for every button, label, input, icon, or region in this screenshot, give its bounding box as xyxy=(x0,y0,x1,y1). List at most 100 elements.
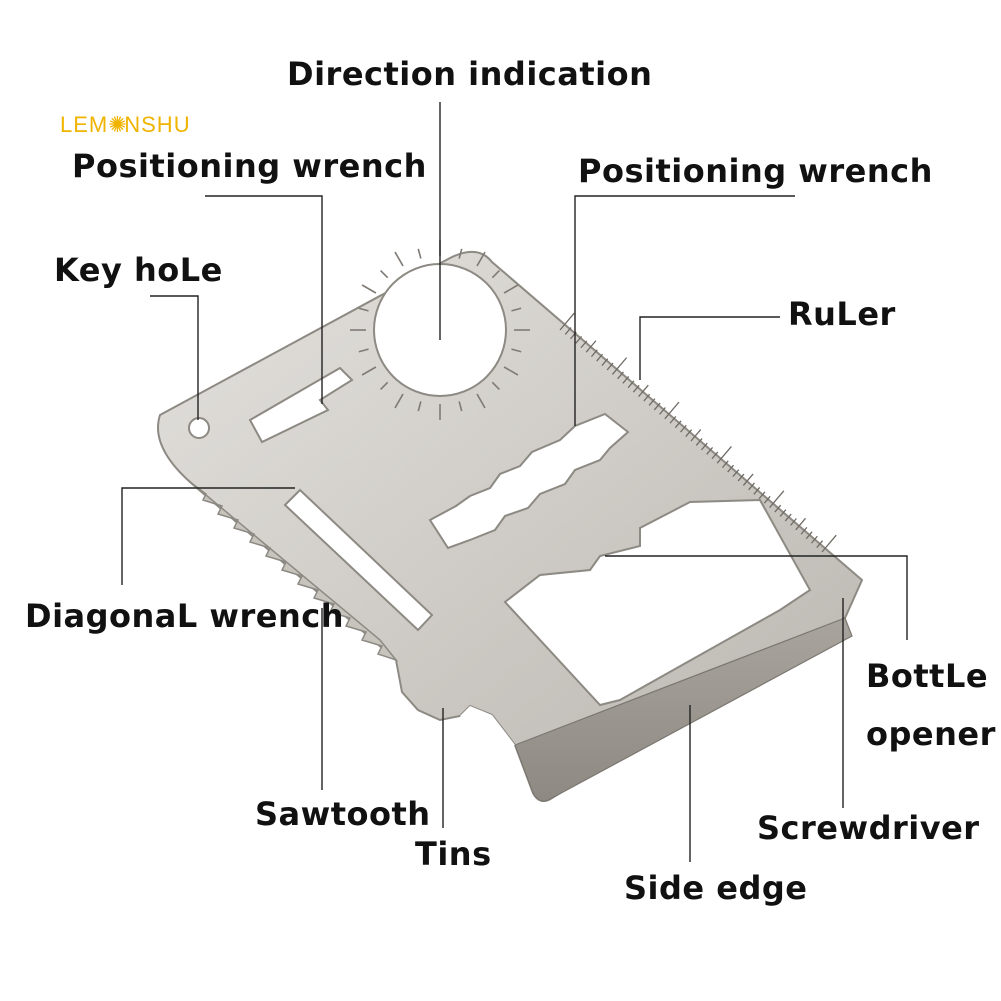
ruler-tick xyxy=(685,429,693,437)
direction-tick xyxy=(361,366,377,376)
label-bottle-opener-line2: opener xyxy=(866,715,996,753)
direction-tick xyxy=(511,307,522,312)
ruler-tick xyxy=(617,371,624,380)
ruler-tick xyxy=(559,312,575,331)
leader-diagonal-wrench xyxy=(121,487,295,585)
label-diagonal-wrench: DiagonaL wrench xyxy=(25,597,344,635)
positioning-wrench-slot-left xyxy=(248,366,354,444)
direction-tick xyxy=(417,248,422,259)
direction-tick xyxy=(358,307,369,312)
ruler-tick xyxy=(674,420,682,429)
ruler-tick xyxy=(664,401,680,420)
sawtooth-edge xyxy=(189,481,399,662)
ruler-tick xyxy=(716,445,732,464)
diagonal-wrench-slot xyxy=(283,488,434,632)
ruler-tick xyxy=(795,517,806,531)
ruler-tick xyxy=(653,402,661,411)
ruler-tick xyxy=(706,447,714,455)
ruler-tick xyxy=(643,393,651,402)
label-tins: Tins xyxy=(415,835,492,873)
sun-flower-icon: ✺ xyxy=(108,112,128,137)
ruler-tick xyxy=(769,490,785,509)
label-ruler: RuLer xyxy=(788,295,896,333)
ruler-tick xyxy=(774,504,782,513)
ruler-tick xyxy=(590,349,598,358)
multitool-card xyxy=(157,240,864,803)
ruler-tick xyxy=(805,531,813,540)
bottle-opener-slot xyxy=(503,498,812,707)
ruler-tick xyxy=(727,464,734,473)
ruler-tick xyxy=(611,357,628,375)
label-bottle-opener-line1: BottLe xyxy=(866,657,989,695)
ruler-tick xyxy=(622,375,630,384)
ruler-tick xyxy=(596,353,603,362)
direction-tick xyxy=(491,381,500,390)
positioning-wrench-slot-right xyxy=(428,412,630,550)
ruler-tick xyxy=(737,473,745,482)
label-direction-indication: Direction indication xyxy=(287,55,653,93)
direction-tick xyxy=(458,248,463,259)
direction-tick xyxy=(503,366,519,376)
tins-notch xyxy=(460,706,515,752)
label-sawtooth: Sawtooth xyxy=(255,795,431,833)
ruler-tick xyxy=(811,535,818,544)
leader-bottle-opener xyxy=(605,555,908,640)
direction-tick xyxy=(358,348,369,353)
direction-tick xyxy=(380,381,389,390)
label-side-edge: Side edge xyxy=(624,869,808,907)
ruler-tick xyxy=(601,358,609,366)
ruler-tick xyxy=(711,451,719,460)
label-key-hole: Key hoLe xyxy=(54,251,223,289)
direction-tick xyxy=(476,251,486,267)
ruler-tick xyxy=(695,438,703,446)
ruler-tick xyxy=(779,509,787,517)
ruler-tick xyxy=(659,407,666,415)
ruler-tick xyxy=(721,460,729,469)
ruler-tick xyxy=(580,340,588,349)
ruler-tick xyxy=(669,415,677,424)
brand-logo: LEM✺NSHU xyxy=(60,114,191,136)
leader-lines xyxy=(121,102,908,862)
direction-tick xyxy=(458,401,463,412)
ruler-tick xyxy=(627,380,635,389)
ruler-tick xyxy=(758,491,766,500)
ruler-tick xyxy=(800,526,808,535)
key-hole xyxy=(188,417,210,439)
ruler-tick xyxy=(638,384,649,398)
ruler-tick xyxy=(700,442,708,451)
ruler-tick xyxy=(606,362,614,371)
ruler-ticks xyxy=(559,312,837,553)
ruler-tick xyxy=(585,340,597,353)
direction-tick xyxy=(394,393,404,409)
ruler-tick xyxy=(748,482,755,491)
direction-tick xyxy=(476,393,486,409)
ruler-tick xyxy=(690,429,702,442)
leader-ruler xyxy=(639,316,780,380)
label-screwdriver: Screwdriver xyxy=(757,809,980,847)
ruler-tick xyxy=(632,384,640,393)
ruler-tick xyxy=(816,540,824,548)
direction-tick xyxy=(511,348,522,353)
direction-tick xyxy=(503,284,519,294)
leader-key-hole xyxy=(150,295,199,420)
brand-logo-text-left: LEM xyxy=(60,112,109,137)
ruler-tick xyxy=(742,473,754,486)
direction-tick xyxy=(394,251,404,267)
ruler-tick xyxy=(575,336,583,344)
ruler-tick xyxy=(648,398,656,406)
label-positioning-wrench-left: Positioning wrench xyxy=(72,147,427,185)
ruler-tick xyxy=(763,495,771,504)
ruler-tick xyxy=(680,424,687,433)
ruler-tick xyxy=(753,486,761,495)
ruler-tick xyxy=(564,327,572,335)
direction-tick xyxy=(380,270,389,279)
leader-positioning-wrench-left xyxy=(205,195,323,404)
ruler-tick xyxy=(790,518,797,526)
ruler-tick xyxy=(732,469,740,477)
direction-tick xyxy=(361,284,377,294)
direction-tick xyxy=(417,401,422,412)
ruler-tick xyxy=(821,534,837,553)
ruler-tick xyxy=(784,513,792,522)
